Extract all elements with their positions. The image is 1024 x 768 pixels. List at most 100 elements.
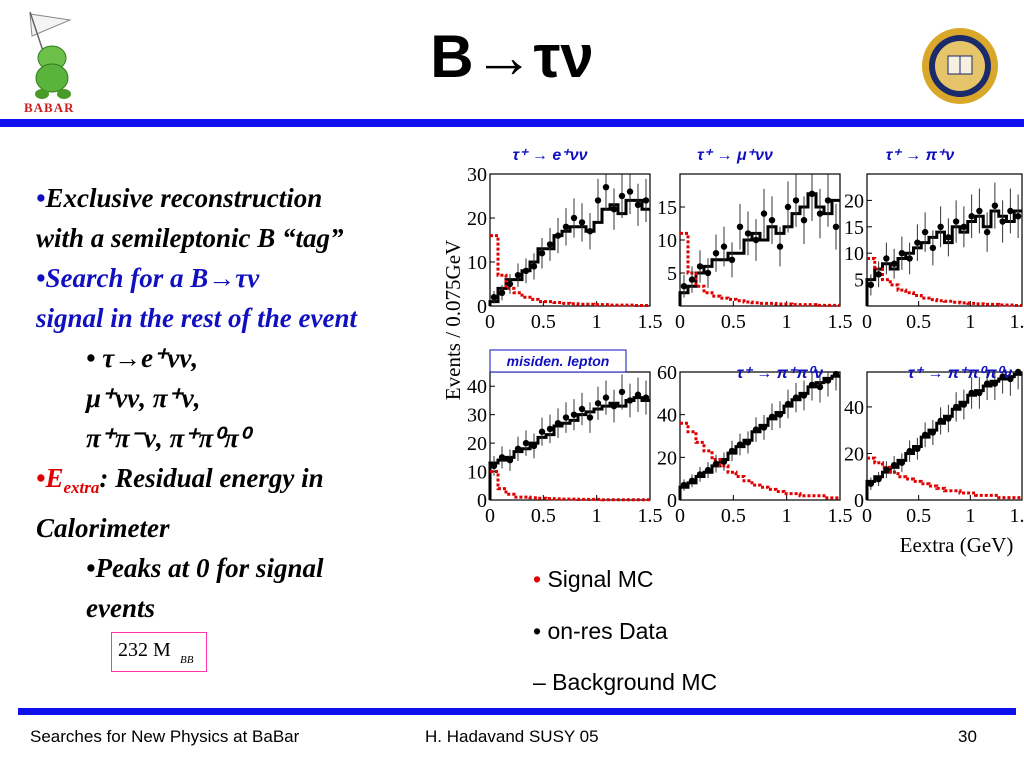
university-seal-icon bbox=[920, 26, 1000, 111]
x-tick-label: 0 bbox=[675, 311, 685, 333]
channel-label: τ⁺ → μ⁺νν bbox=[697, 147, 773, 164]
y-tick-label: 20 bbox=[467, 433, 487, 455]
x-tick-label: 1 bbox=[592, 505, 602, 527]
data-point bbox=[696, 471, 704, 478]
data-point bbox=[800, 392, 808, 399]
data-point bbox=[752, 426, 760, 433]
x-tick-label: 1 bbox=[965, 311, 975, 333]
channel-label: τ⁺ → π⁺π⁰ν bbox=[737, 365, 824, 382]
data-point bbox=[921, 228, 929, 236]
data-point bbox=[642, 197, 650, 204]
data-point bbox=[800, 217, 808, 224]
data-point bbox=[898, 459, 906, 466]
data-point bbox=[546, 425, 554, 433]
y-tick-label: 20 bbox=[844, 443, 864, 465]
y-tick-label: 30 bbox=[467, 405, 487, 427]
x-tick-label: 1.5 bbox=[828, 311, 853, 333]
channel-label: misiden. lepton bbox=[507, 353, 610, 369]
data-point bbox=[688, 477, 696, 484]
elephant-mascot-icon bbox=[29, 11, 72, 99]
data-point bbox=[522, 267, 530, 274]
data-point bbox=[704, 269, 712, 277]
data-point bbox=[929, 429, 937, 436]
eextra-subscript: extra bbox=[63, 478, 100, 497]
data-point bbox=[768, 217, 776, 224]
data-point bbox=[688, 276, 696, 283]
data-point bbox=[618, 192, 626, 200]
signal-mc-histogram bbox=[490, 470, 650, 502]
plot-frame bbox=[679, 371, 841, 501]
data-point bbox=[594, 197, 602, 204]
plot-frame bbox=[489, 173, 651, 307]
data-point bbox=[752, 236, 760, 244]
data-point bbox=[642, 394, 650, 401]
data-point bbox=[1007, 375, 1014, 383]
background-mc-histogram bbox=[678, 374, 840, 500]
y-tick-label: 5 bbox=[667, 263, 677, 285]
y-tick-label: 5 bbox=[854, 270, 864, 292]
data-point bbox=[712, 460, 720, 467]
y-tick-label: 15 bbox=[844, 217, 864, 239]
luminosity-subscript: BB bbox=[180, 654, 194, 666]
y-tick-label: 10 bbox=[844, 243, 864, 265]
data-point bbox=[728, 447, 736, 455]
decay-mode-text: μ⁺νν, π⁺ν, bbox=[86, 383, 201, 413]
data-point bbox=[960, 223, 968, 230]
data-point bbox=[744, 439, 752, 446]
data-point bbox=[498, 454, 506, 461]
data-point bbox=[883, 466, 890, 473]
y-tick-label: 10 bbox=[657, 230, 677, 252]
data-point bbox=[792, 394, 800, 401]
x-tick-label: 1.5 bbox=[1010, 505, 1024, 527]
footer-talk-title: Searches for New Physics at BaBar bbox=[30, 727, 300, 746]
background-mc-histogram bbox=[488, 198, 650, 306]
data-point bbox=[744, 230, 752, 237]
data-point bbox=[490, 294, 498, 301]
eextra-symbol: E bbox=[45, 463, 64, 493]
data-point bbox=[610, 402, 618, 410]
bullet-list: •Exclusive reconstruction with a semilep… bbox=[36, 178, 456, 628]
data-point bbox=[554, 420, 562, 427]
data-point bbox=[991, 202, 999, 209]
data-point bbox=[792, 197, 800, 204]
data-point bbox=[760, 210, 768, 217]
bullet-text-line: signal in the rest of the event bbox=[36, 303, 358, 333]
channel-label: τ⁺ → e⁺νν bbox=[512, 147, 587, 164]
data-point bbox=[824, 197, 832, 204]
babar-logo: BABAR bbox=[10, 6, 90, 116]
x-tick-label: 1.5 bbox=[828, 505, 853, 527]
data-point bbox=[960, 401, 968, 408]
data-point bbox=[921, 431, 929, 439]
data-point bbox=[720, 458, 728, 465]
data-point bbox=[514, 445, 522, 452]
bullet-text: Exclusive reconstruction bbox=[45, 183, 323, 213]
x-tick-label: 1.5 bbox=[1010, 311, 1024, 333]
y-tick-label: 0 bbox=[477, 490, 487, 512]
data-point bbox=[983, 228, 991, 236]
data-point bbox=[680, 283, 688, 290]
data-point bbox=[937, 223, 944, 230]
bullet-text-line: events bbox=[86, 593, 155, 623]
data-point bbox=[506, 280, 514, 288]
data-point bbox=[784, 203, 792, 211]
channel-label: τ⁺ → π⁺ν bbox=[886, 147, 955, 164]
y-tick-label: 40 bbox=[844, 397, 864, 419]
signal-mc-histogram bbox=[490, 234, 650, 308]
y-tick-label: 40 bbox=[467, 376, 487, 398]
bullet-exclusive-reconstruction: •Exclusive reconstruction bbox=[36, 178, 456, 218]
y-tick-label: 0 bbox=[854, 490, 864, 512]
data-point bbox=[883, 255, 890, 262]
y-tick-label: 30 bbox=[467, 164, 487, 186]
data-point bbox=[736, 223, 744, 230]
y-tick-label: 0 bbox=[667, 490, 677, 512]
data-point bbox=[952, 218, 960, 225]
decay-mode-text: τ→e⁺νν, bbox=[102, 343, 199, 373]
data-point bbox=[832, 223, 840, 230]
background-mc-histogram bbox=[865, 209, 1022, 306]
bullet-search-signal: •Search for a B→τν bbox=[36, 258, 456, 298]
bullet-dot: • bbox=[36, 183, 46, 213]
